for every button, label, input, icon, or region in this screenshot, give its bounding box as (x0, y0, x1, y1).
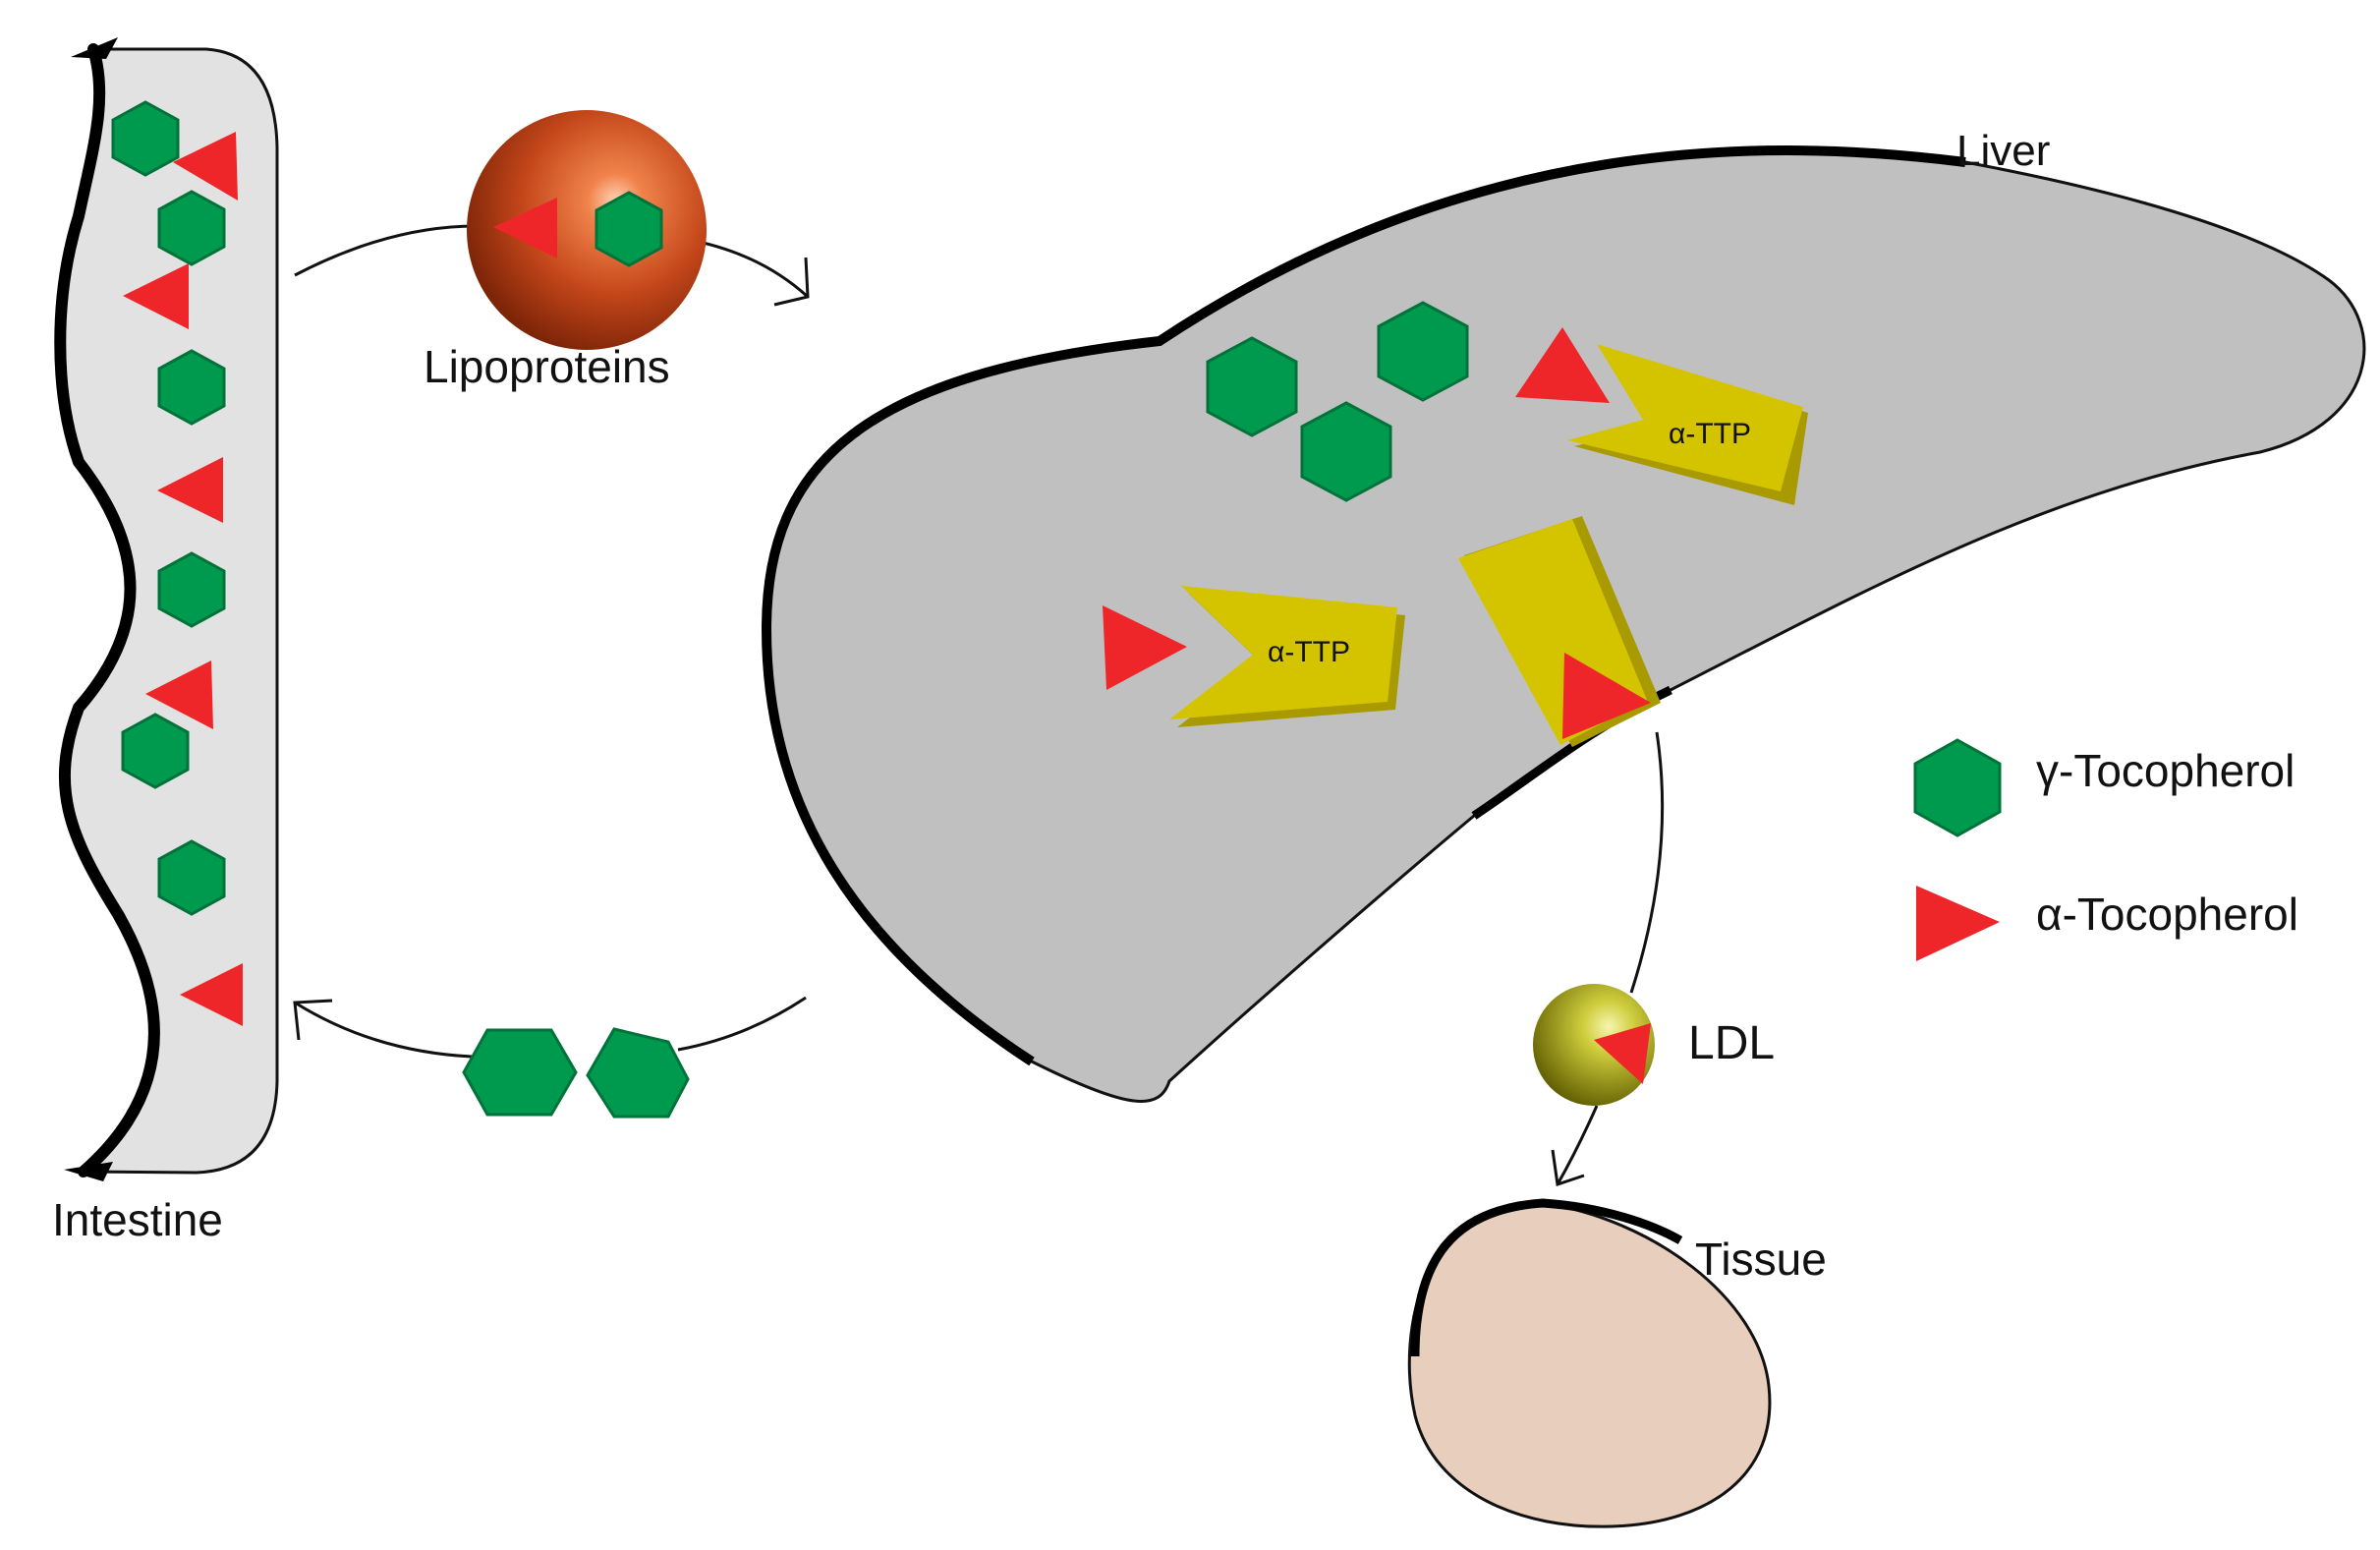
tissue-label: Tissue (1695, 1234, 1827, 1285)
tissue-outline (1410, 1198, 1683, 1357)
arrow-head-icon (293, 999, 333, 1041)
arrow-ldl-to-tissue (1556, 1105, 1599, 1185)
ldl-transport: LDL (1533, 731, 1775, 1186)
alpha-tocopherol-icon (173, 132, 238, 201)
alpha-tocopherol-icon (1515, 327, 1610, 403)
ldl-particle (1533, 984, 1655, 1106)
gamma-tocopherol-icon (595, 191, 663, 267)
arrow-liver-to-ldl (1629, 731, 1665, 994)
lipoprotein-particle (467, 110, 707, 350)
gamma-tocopherol-icon (111, 100, 180, 177)
liver-label: Liver (1956, 127, 2050, 175)
alpha-ttp-protein: α-TTP (1567, 344, 1808, 505)
gamma-tocopherol-icon (157, 190, 226, 266)
alpha-ttp-body (1567, 344, 1803, 491)
alpha-tocopherol-icon (493, 198, 557, 258)
arrow-head-icon (1551, 1149, 1585, 1186)
legend-item-alpha: α-Tocopherol (1916, 886, 2298, 961)
gamma-tocopherol-icon (157, 551, 226, 628)
gamma-tocopherol-icon (586, 1027, 690, 1119)
legend-label-alpha: α-Tocopherol (2036, 889, 2298, 940)
arrow-liver-to-intestine (294, 996, 807, 1059)
alpha-tocopherol-icon (180, 963, 243, 1026)
gamma-tocopherol-icon (1300, 401, 1392, 502)
gamma-tocopherol-icon (462, 1028, 578, 1117)
gamma-tocopherol-icon (157, 839, 226, 916)
lipoprotein-transport: Lipoproteins (294, 110, 810, 392)
gamma-tocopherol-icon (157, 349, 226, 426)
liver-outline-upper (761, 145, 1966, 1066)
intestine-molecules (111, 100, 243, 1026)
intestine-wall (54, 43, 160, 1177)
liver-molecules: α-TTP α-TTP (1103, 301, 1808, 747)
gamma-tocopherol-icon (121, 713, 190, 789)
alpha-ttp-label: α-TTP (1268, 636, 1350, 668)
lipoproteins-label: Lipoproteins (424, 341, 670, 392)
legend-label-gamma: γ-Tocopherol (2036, 745, 2295, 796)
ldl-label: LDL (1688, 1017, 1775, 1069)
intestine-wall-end-bottom (64, 1162, 113, 1181)
alpha-ttp-protein: α-TTP (1169, 586, 1405, 727)
legend-item-gamma: γ-Tocopherol (1913, 738, 2295, 837)
alpha-ttp-label: α-TTP (1669, 418, 1751, 450)
alpha-tocopherol-icon (1594, 1023, 1651, 1084)
alpha-tocopherol-icon (1562, 653, 1651, 739)
alpha-tocopherol-icon (157, 457, 223, 523)
intestine-wall-end-top (71, 37, 118, 59)
arrow-head-icon (773, 257, 810, 307)
intestine-label: Intestine (52, 1194, 223, 1245)
tissue: Tissue (1407, 1198, 1827, 1528)
gamma-tocopherol-icon (1377, 301, 1469, 402)
alpha-tocopherol-icon (145, 660, 213, 729)
gamma-tocopherol-icon (1206, 336, 1298, 437)
red-triangle-icon (1916, 886, 2000, 961)
alpha-ttp-body (1169, 586, 1397, 719)
alpha-tocopherol-icon (123, 263, 189, 329)
gamma-excretion (293, 996, 807, 1119)
legend: γ-Tocopherol α-Tocopherol (1913, 738, 2298, 961)
green-hexagon-icon (1913, 738, 2002, 837)
alpha-tocopherol-icon (1103, 605, 1187, 690)
